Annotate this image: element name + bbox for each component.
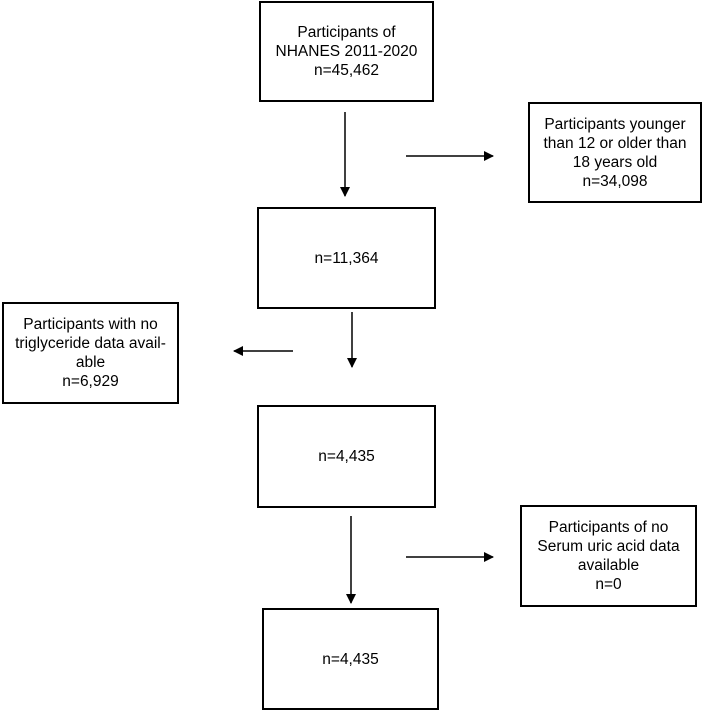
box-step3-line-1: n=4,435 [318,448,375,465]
box-initial-line-3: n=45,462 [313,62,380,79]
box-initial-line-1: Participants of [297,24,396,41]
box-step2: n=11,364 [257,207,436,309]
box-initial-participants: Participants of NHANES 2011-2020 n=45,46… [259,1,434,102]
box-exclude-uric-acid: Participants of no Serum uric acid data … [520,505,697,607]
box-exclude-age-line-2: than 12 or older than [543,134,687,152]
box-exclude-age-line-3: 18 years old [572,153,658,171]
box-exclude-triglyceride: Participants with no triglyceride data a… [2,302,179,404]
box-exclude-age-line-4: n=34,098 [582,172,648,190]
box-exclude-triglyceride-line-3: able [75,354,106,371]
box-exclude-age: Participants younger than 12 or older th… [528,102,702,203]
box-final: n=4,435 [262,608,439,710]
box-exclude-age-line-1: Participants younger [544,115,686,133]
box-exclude-uric-acid-line-4: n=0 [595,576,622,593]
box-step3: n=4,435 [257,405,436,508]
box-initial-line-2: NHANES 2011-2020 [275,43,418,60]
box-exclude-uric-acid-line-2: Serum uric acid data [537,538,680,555]
box-exclude-triglyceride-line-4: n=6,929 [62,373,119,390]
box-exclude-uric-acid-line-3: available [577,557,640,574]
box-step2-line-1: n=11,364 [314,249,379,267]
box-exclude-triglyceride-line-1: Participants with no [23,316,158,333]
box-exclude-uric-acid-line-1: Participants of no [548,519,669,536]
box-final-line-1: n=4,435 [322,650,379,668]
box-exclude-triglyceride-line-2: triglyceride data avail- [15,335,166,352]
